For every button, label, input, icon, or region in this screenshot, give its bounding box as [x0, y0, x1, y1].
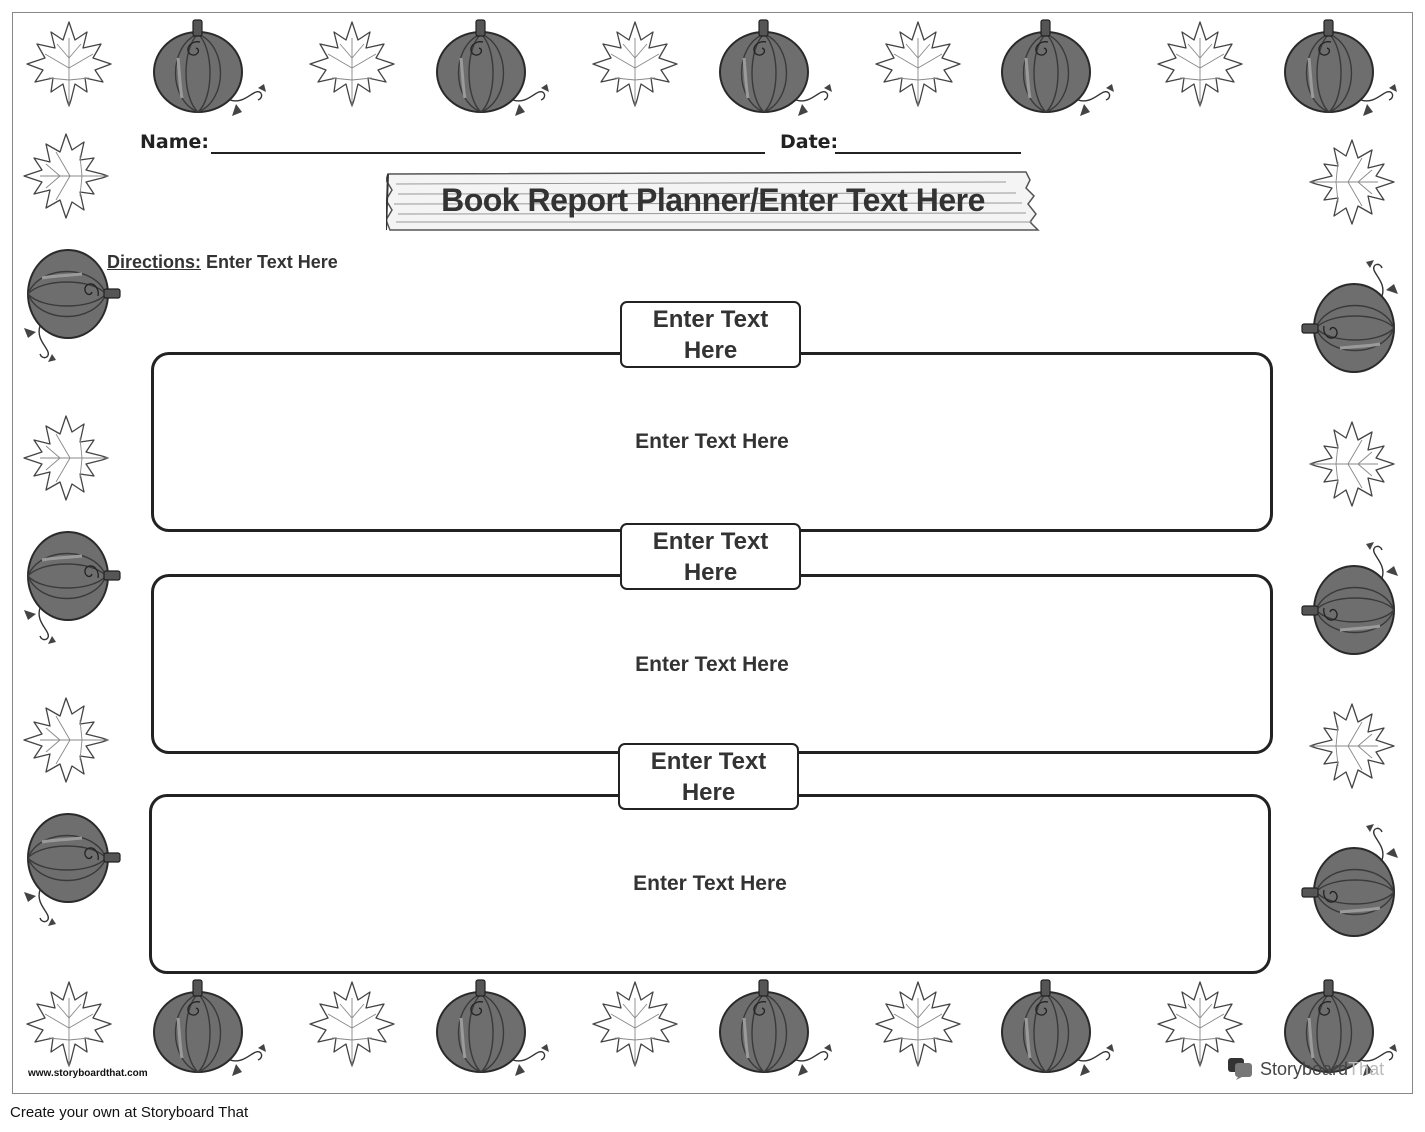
maple-leaf-icon — [1306, 700, 1398, 792]
maple-leaf-icon — [589, 18, 681, 110]
pumpkin-icon — [12, 813, 132, 926]
pumpkin-icon — [12, 249, 132, 362]
directions[interactable]: Directions: Enter Text Here — [107, 252, 338, 273]
pumpkin-icon — [435, 18, 555, 118]
title-banner: Book Report Planner/Enter Text Here — [385, 170, 1040, 232]
pumpkin-icon — [718, 18, 838, 118]
maple-leaf-icon — [20, 412, 112, 504]
section-box-3[interactable]: Enter Text Here — [149, 794, 1271, 974]
directions-text[interactable]: Enter Text Here — [206, 252, 338, 272]
pumpkin-icon — [435, 978, 555, 1078]
maple-leaf-icon — [872, 18, 964, 110]
section-body-1[interactable]: Enter Text Here — [635, 430, 789, 453]
pumpkin-icon — [152, 18, 272, 118]
name-line[interactable] — [211, 152, 765, 154]
storyboardthat-logo: StoryboardThat — [1228, 1056, 1384, 1082]
pumpkin-icon — [152, 978, 272, 1078]
pumpkin-icon — [1000, 18, 1120, 118]
maple-leaf-icon — [23, 18, 115, 110]
speech-bubble-icon — [1228, 1058, 1252, 1080]
maple-leaf-icon — [872, 978, 964, 1070]
pumpkin-icon — [1283, 18, 1403, 118]
pumpkin-icon — [1290, 260, 1410, 373]
pumpkin-icon — [1283, 978, 1403, 1078]
maple-leaf-icon — [589, 978, 681, 1070]
section-box-2[interactable]: Enter Text Here — [151, 574, 1273, 754]
date-line[interactable] — [835, 152, 1021, 154]
section-body-2[interactable]: Enter Text Here — [635, 653, 789, 676]
maple-leaf-icon — [306, 978, 398, 1070]
maple-leaf-icon — [1306, 136, 1398, 228]
create-your-own-link[interactable]: Create your own at Storyboard That — [10, 1104, 249, 1121]
section-label-3[interactable]: Enter Text Here — [618, 743, 799, 810]
name-label: Name: — [140, 131, 210, 153]
maple-leaf-icon — [1306, 418, 1398, 510]
section-label-1[interactable]: Enter Text Here — [620, 301, 801, 368]
wood-plank-icon — [385, 171, 1040, 231]
directions-label: Directions: — [107, 252, 202, 272]
maple-leaf-icon — [306, 18, 398, 110]
maple-leaf-icon — [1154, 978, 1246, 1070]
brand-light: That — [1348, 1058, 1385, 1079]
pumpkin-icon — [1000, 978, 1120, 1078]
maple-leaf-icon — [20, 694, 112, 786]
maple-leaf-icon — [1154, 18, 1246, 110]
pumpkin-icon — [1290, 824, 1410, 937]
website-url: www.storyboardthat.com — [28, 1068, 148, 1079]
date-label: Date: — [780, 131, 839, 153]
section-label-2[interactable]: Enter Text Here — [620, 523, 801, 590]
section-box-1[interactable]: Enter Text Here — [151, 352, 1273, 532]
maple-leaf-icon — [20, 130, 112, 222]
pumpkin-icon — [12, 531, 132, 644]
page-title[interactable]: Book Report Planner/Enter Text Here — [441, 182, 985, 218]
pumpkin-icon — [1290, 542, 1410, 655]
brand-main: Storyboard — [1260, 1058, 1349, 1079]
pumpkin-icon — [718, 978, 838, 1078]
section-body-3[interactable]: Enter Text Here — [633, 872, 787, 895]
maple-leaf-icon — [23, 978, 115, 1070]
